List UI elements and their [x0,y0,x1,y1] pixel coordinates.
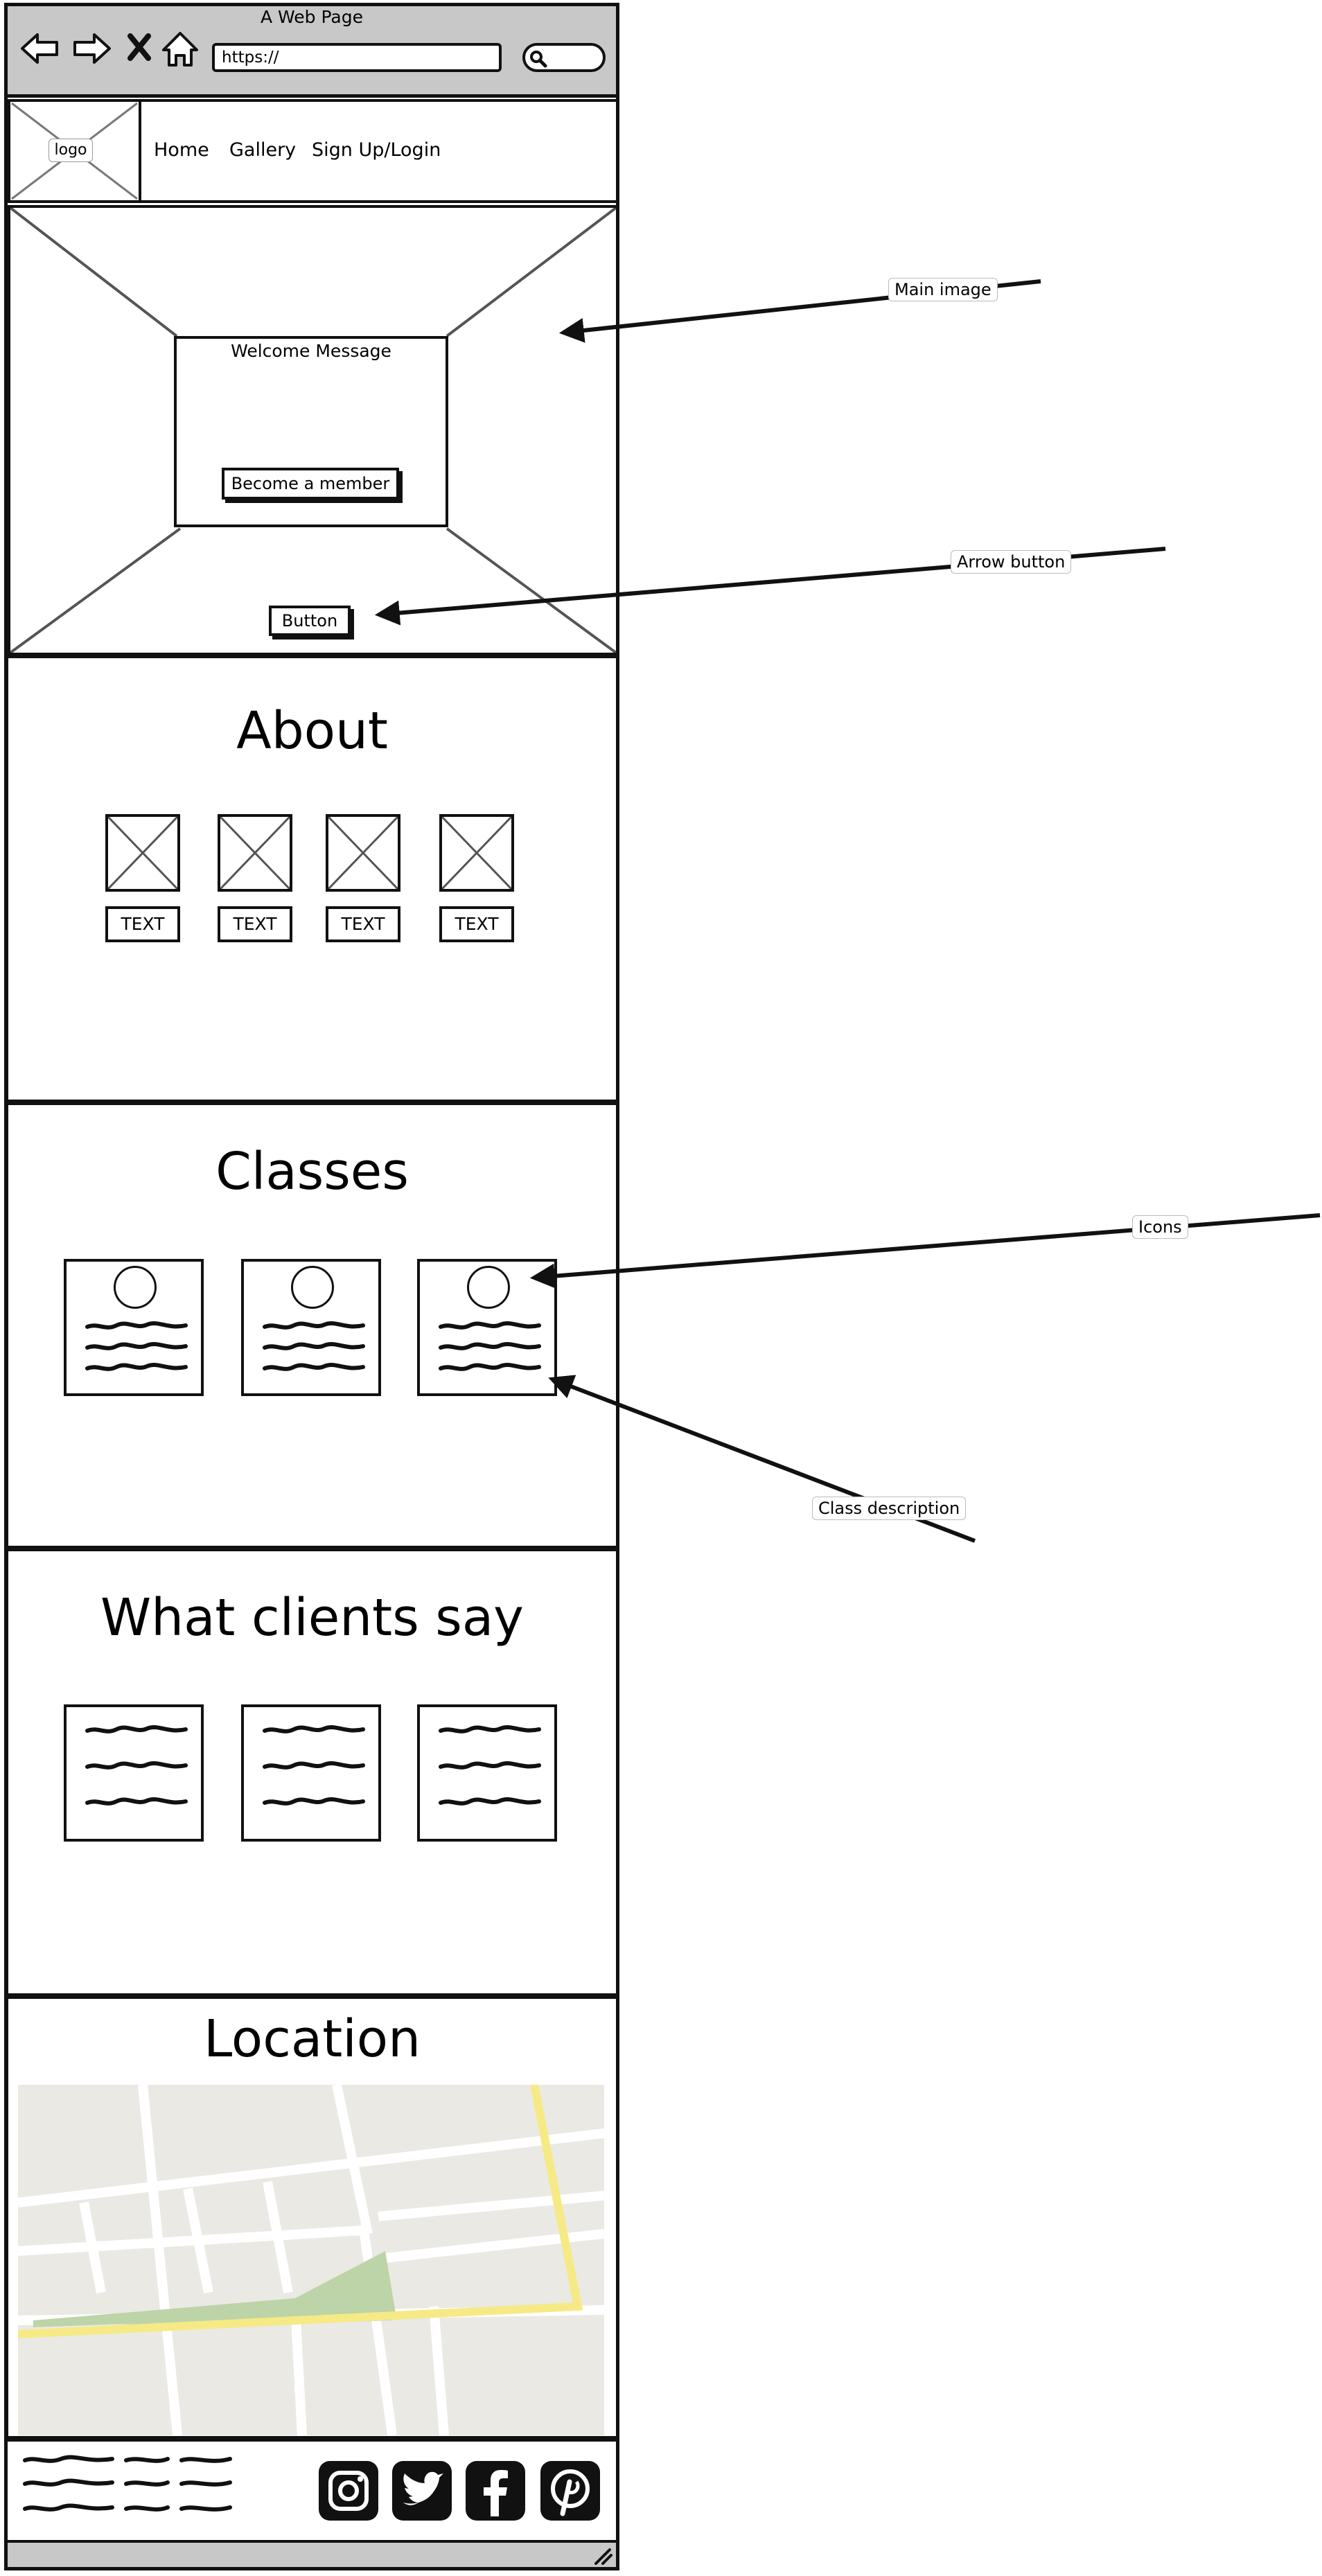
image-placeholder-icon [441,815,513,890]
become-member-button[interactable]: Become a member [222,468,399,500]
location-map[interactable] [18,2085,604,2435]
about-image-4 [439,814,514,892]
image-placeholder-icon [327,815,399,890]
logo-placeholder[interactable] [8,99,141,203]
image-placeholder-icon [107,815,179,890]
about-image-3 [326,814,400,892]
testimonial-card-1 [64,1704,204,1842]
address-bar[interactable]: https:// [212,43,502,72]
logo-text: logo [49,139,93,162]
browser-search-field[interactable] [522,43,606,72]
facebook-icon[interactable] [466,2461,525,2521]
resize-grip-icon[interactable] [593,2547,614,2565]
testimonial-text-scribble [85,1725,188,1806]
browser-page-title: A Web Page [260,7,364,27]
about-image-1 [105,814,180,892]
site-header [8,99,619,203]
testimonial-card-3 [417,1704,557,1842]
nav-link-signup-login[interactable]: Sign Up/Login [312,139,441,161]
class-description-scribble [439,1321,541,1371]
image-placeholder-icon [219,815,291,890]
class-icon [291,1266,334,1309]
back-arrow-icon[interactable] [19,30,60,67]
testimonial-text-scribble [439,1725,541,1806]
testimonial-card-2 [241,1704,381,1842]
about-title: About [236,701,388,761]
class-icon [467,1266,510,1309]
twitter-icon[interactable] [392,2461,452,2521]
main-image-placeholder-icon [10,208,616,653]
testimonials-title: What clients say [100,1588,524,1648]
map-graphic [18,2085,604,2435]
about-image-2 [218,814,292,892]
class-description-scribble [85,1321,188,1371]
classes-title: Classes [215,1142,409,1201]
footer-text-scribble [23,2455,232,2512]
hero-arrow-button[interactable]: Button [269,606,351,636]
annotation-icons: Icons [1132,1215,1188,1239]
welcome-message: Welcome Message [231,341,391,361]
annotation-class-description: Class description [812,1497,967,1520]
class-card-2[interactable] [241,1259,381,1396]
about-text-2: TEXT [218,906,292,942]
search-icon [530,51,547,68]
location-title: Location [204,2009,421,2069]
annotation-arrow-button: Arrow button [951,550,1072,574]
about-text-3: TEXT [326,906,400,942]
class-description-scribble [263,1321,365,1371]
annotation-main-image: Main image [888,278,998,301]
instagram-icon[interactable] [319,2461,378,2521]
class-icon [114,1266,157,1309]
testimonial-text-scribble [263,1725,365,1806]
about-text-4: TEXT [439,906,514,942]
forward-arrow-icon[interactable] [72,30,112,67]
home-icon[interactable] [161,30,200,68]
nav-link-home[interactable]: Home [154,139,209,161]
nav-link-gallery[interactable]: Gallery [229,139,297,161]
class-card-1[interactable] [64,1259,204,1396]
class-card-3[interactable] [417,1259,557,1396]
browser-statusbar [8,2540,616,2567]
about-text-1: TEXT [105,906,180,942]
pinterest-icon[interactable] [540,2461,600,2521]
close-icon[interactable] [127,33,151,61]
